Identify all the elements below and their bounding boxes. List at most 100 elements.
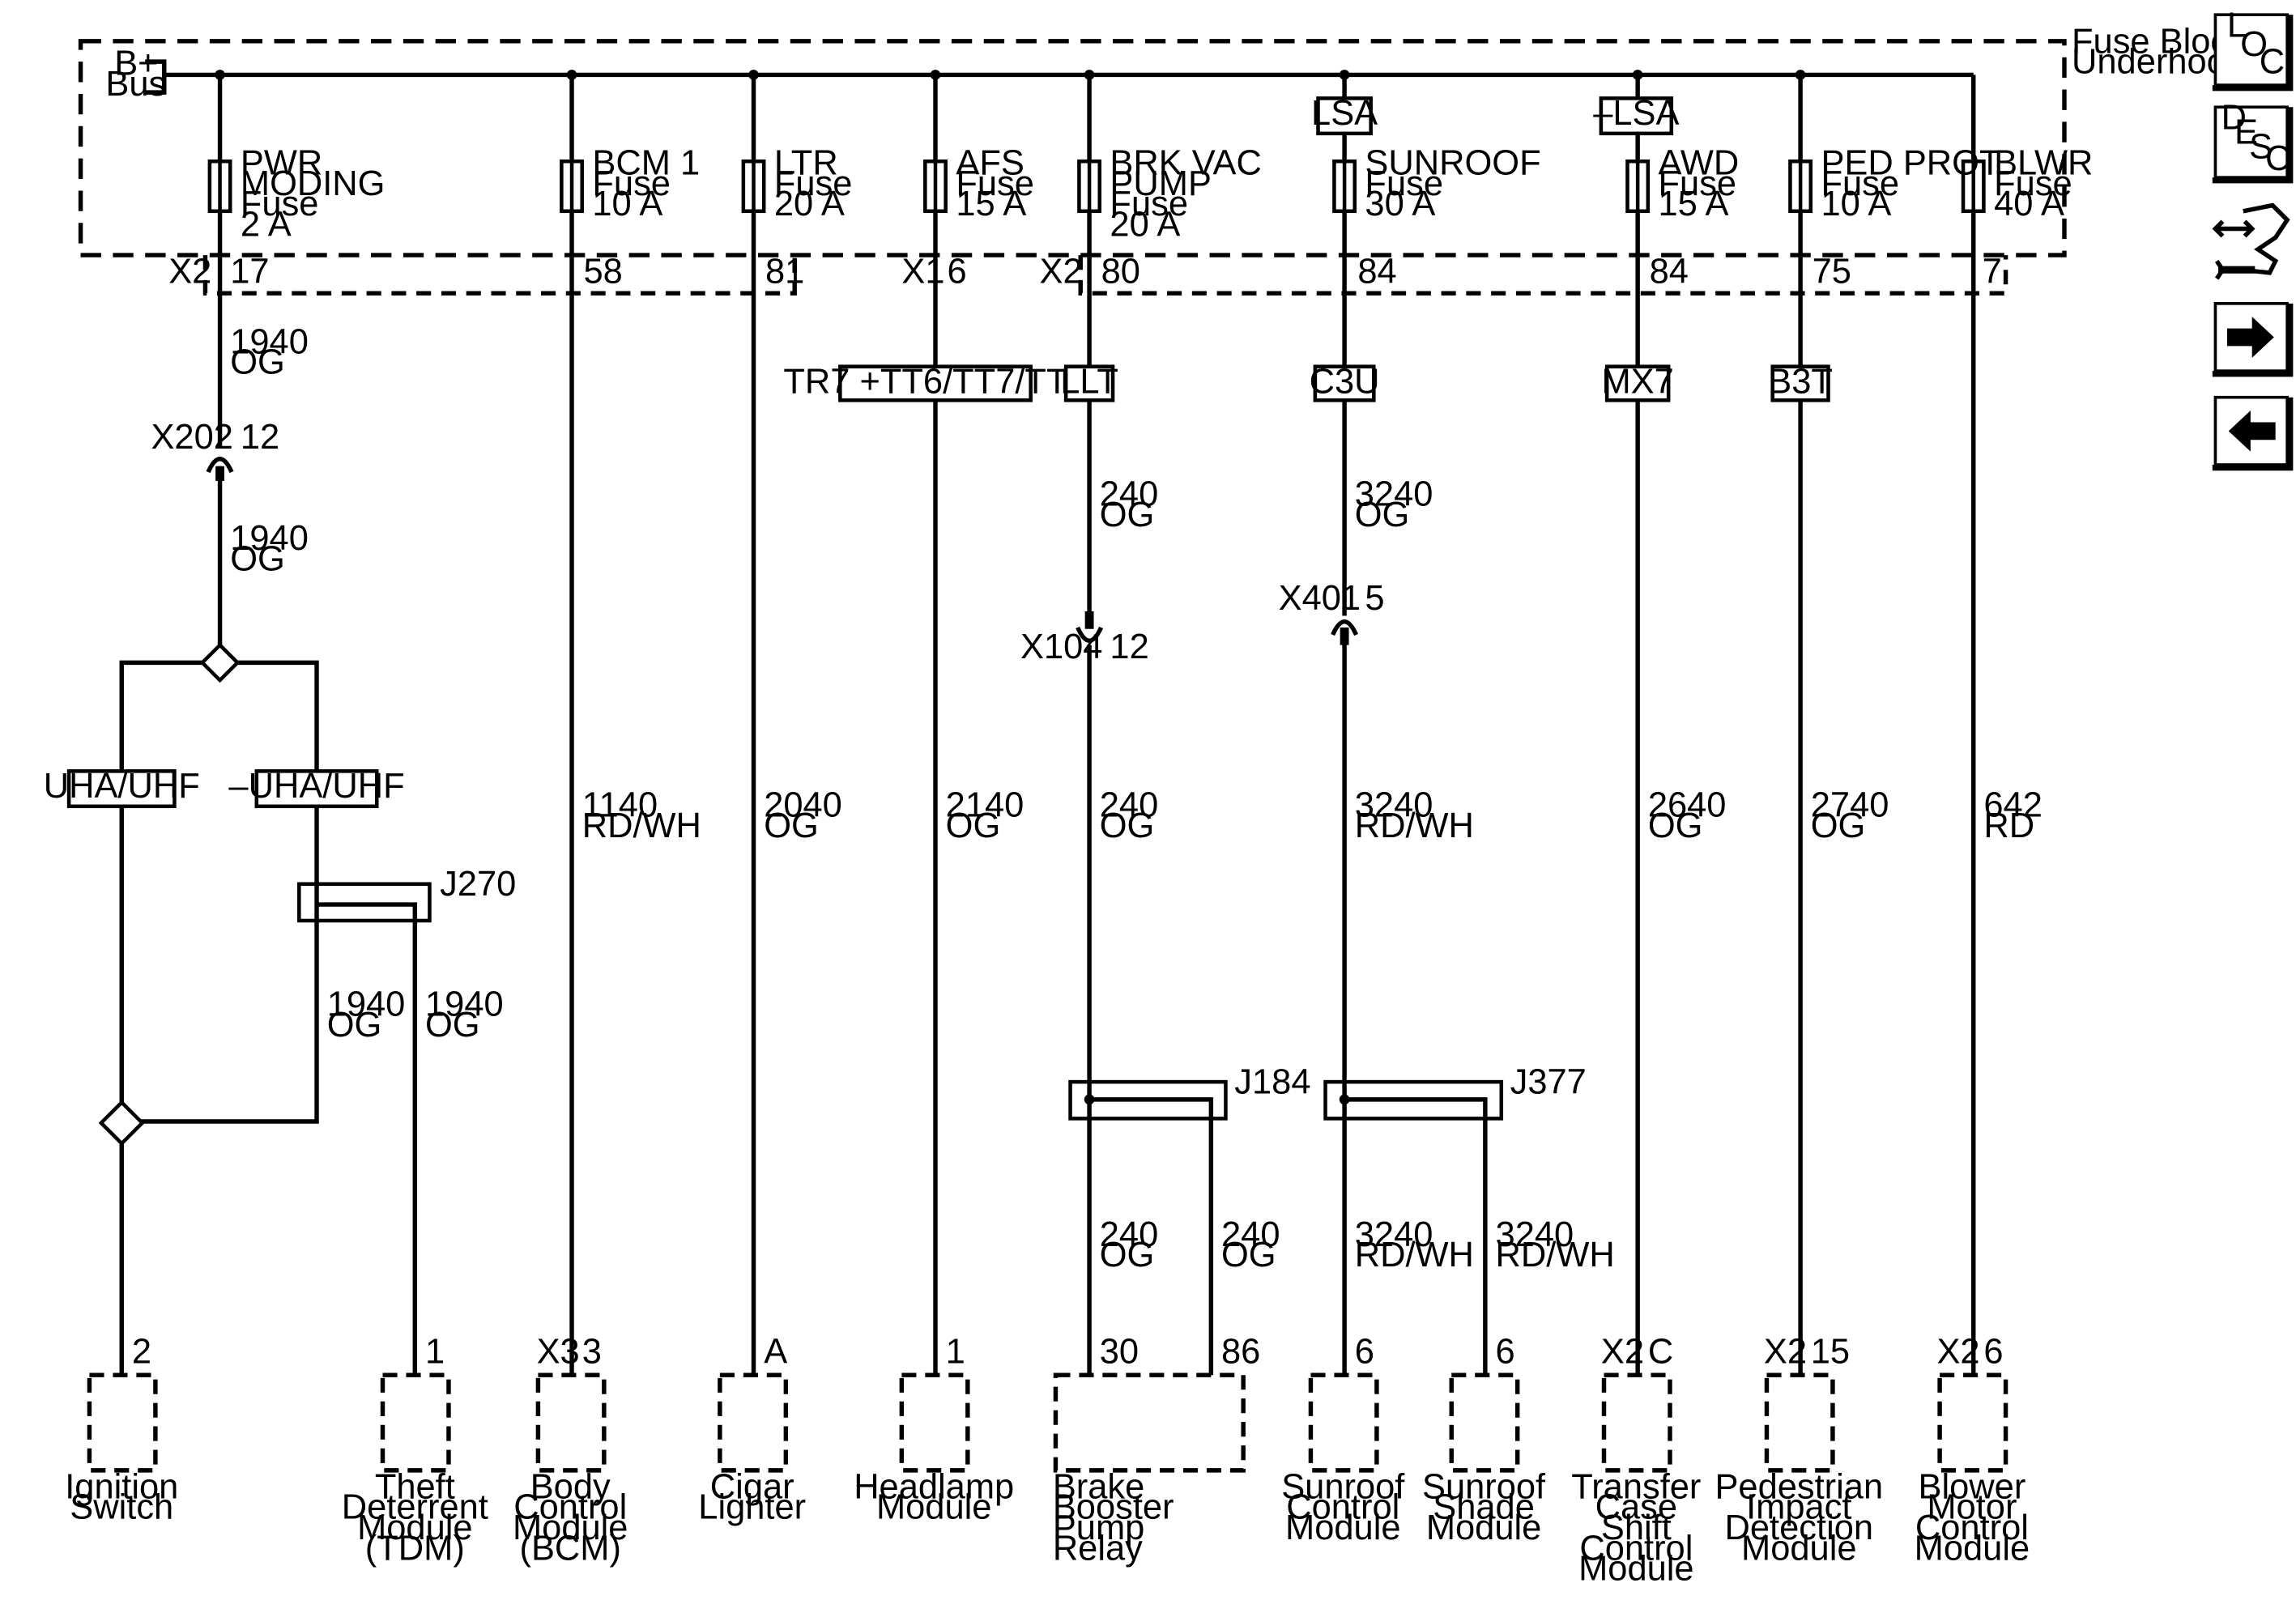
headlamp-module-box (899, 1372, 970, 1473)
desc-button[interactable]: D E S C (2212, 98, 2294, 184)
wire-color: OG (1355, 496, 1410, 534)
splice-pack-j184 (1068, 1079, 1228, 1121)
component-name: Body (530, 1467, 611, 1506)
inline-connector-symbol (1331, 619, 1359, 636)
component-name: Transfer (1571, 1467, 1701, 1506)
option-label: UHA/UHF (44, 767, 200, 806)
splice-label: J270 (440, 865, 516, 904)
connector-dashed-housings (202, 255, 2008, 296)
fuse-label: Fuse (592, 164, 671, 203)
svg-text:C: C (2260, 43, 2285, 82)
bus-label-line2: Bus (105, 65, 166, 104)
component-names: Ignition Switch Theft Deterrent Module (… (65, 1467, 2030, 1588)
arrow-left-icon (2228, 410, 2276, 452)
component-name: Pedestrian (1715, 1467, 1883, 1506)
component-name: Control (513, 1488, 627, 1527)
option-boxes-mid: TR7 +TT6/TT7/TT8 LLT C3U MX7 B3T (783, 362, 1833, 402)
component-name: Relay (1053, 1529, 1143, 1568)
bcm-box (535, 1372, 607, 1473)
connector-label: X2 (1936, 1333, 1979, 1372)
pwr-moding-circuit: 1940 OG X202 12 1940 OG UHA/UHF –UHA/UHF… (44, 322, 516, 1147)
wire-number: 1940 (230, 519, 309, 558)
wire-number: 1940 (230, 322, 309, 361)
splice-label: J184 (1234, 1063, 1310, 1102)
pin-number: 30 (1100, 1333, 1139, 1372)
pin-number: 84 (1650, 252, 1689, 291)
splice-diamond-bottom (98, 1100, 145, 1147)
wire-labels-mid: 1140 RD/WH 2040 OG 2140 OG 2640 OG 2740 … (582, 785, 2043, 845)
fuse-label: 30 A (1365, 185, 1435, 223)
fuse-label: MODING (241, 164, 386, 203)
wire-number: 2740 (1811, 785, 1889, 824)
pin-number: 7 (1983, 252, 2002, 291)
pin-number: C (1648, 1333, 1673, 1372)
fuse-label: AFS (956, 144, 1024, 183)
b-plus-bus: B+ Bus (105, 44, 1974, 104)
wire-color: RD/WH (1496, 1236, 1615, 1274)
wire-color: RD/WH (582, 806, 701, 845)
fuse-label: 10 A (592, 185, 662, 223)
wire-number: 2140 (946, 785, 1024, 824)
option-label: B3T (1768, 362, 1833, 401)
pin-number: 80 (1101, 252, 1140, 291)
wire-number: 2040 (764, 785, 842, 824)
brake-booster-relay-box (1053, 1372, 1246, 1473)
fuse-block-connector-pins: X2 17 58 81 X1 6 X2 80 84 84 75 7 (168, 252, 2002, 291)
ignition-switch-box (87, 1372, 158, 1473)
component-name: Module (357, 1508, 472, 1547)
wire-number: 3240 (1355, 475, 1433, 514)
previous-page-button[interactable] (2212, 395, 2294, 471)
component-name: Cigar (710, 1467, 794, 1506)
connector-label: X2 (1764, 1333, 1807, 1372)
component-name: Module (1578, 1550, 1693, 1589)
component-name: Module (1915, 1529, 2030, 1568)
wire-color: OG (1100, 806, 1155, 845)
connector-label: X3 (537, 1333, 580, 1372)
next-page-button[interactable] (2212, 302, 2294, 377)
pin-number: 15 (1811, 1333, 1850, 1372)
component-name: Module (513, 1508, 628, 1547)
fuse-label: 20 A (774, 185, 845, 223)
connector-end-view-button[interactable] (2212, 202, 2290, 280)
tdm-box (380, 1372, 451, 1473)
pin-number: 86 (1221, 1333, 1260, 1372)
connector-wrench-icon (2212, 202, 2290, 280)
fuse-label: LTR (774, 144, 838, 183)
fuse-labels: PWR MODING Fuse 2 A BCM 1 Fuse 10 A LTR … (241, 144, 2093, 245)
svg-text:O: O (2240, 25, 2268, 64)
option-label: –UHA/UHF (228, 767, 404, 806)
wire-color: RD/WH (1355, 806, 1474, 845)
component-name: Control (1286, 1488, 1399, 1527)
pin-number: 3 (582, 1333, 602, 1372)
fuse-label: Fuse (956, 164, 1034, 203)
fuse-label: BLWR (1994, 144, 2093, 183)
component-name: Control (1915, 1508, 2029, 1547)
component-name: Control (1579, 1529, 1693, 1568)
wire-color: OG (1648, 806, 1703, 845)
inline-connector-label: X401 (1279, 579, 1361, 618)
loc-icon: L O C (2227, 6, 2285, 81)
loc-button[interactable]: L O C (2212, 6, 2294, 91)
pin-number: 6 (947, 252, 966, 291)
sunroof-shade-module-box (1449, 1372, 1520, 1473)
inline-connector-pin: 5 (1365, 579, 1384, 618)
sunroof-circuit: 3240 OG X401 5 3240 RD/WH J377 3240 RD/W… (1279, 475, 1615, 1275)
pin-number: 1 (946, 1333, 965, 1372)
wire-color: OG (946, 806, 1001, 845)
component-name: Module (876, 1488, 991, 1527)
fuse-label: 2 A (241, 206, 292, 245)
fuse-label: PWR (241, 144, 322, 183)
component-name: Headlamp (854, 1467, 1014, 1506)
wire-color: RD (1983, 806, 2034, 845)
wire-number: 240 (1100, 1215, 1158, 1254)
option-label: LSA (1311, 94, 1378, 133)
transfer-case-module-box (1601, 1372, 1672, 1473)
arrow-right-icon (2226, 317, 2274, 358)
component-name: Lighter (698, 1488, 806, 1527)
pin-number: 6 (1983, 1333, 2003, 1372)
option-label: LLT (1060, 362, 1118, 401)
fuse-label: PUMP (1110, 164, 1212, 203)
splice-pack-j377 (1323, 1079, 1504, 1121)
component-name: Ignition (65, 1467, 178, 1506)
wire-color: OG (327, 1006, 382, 1045)
